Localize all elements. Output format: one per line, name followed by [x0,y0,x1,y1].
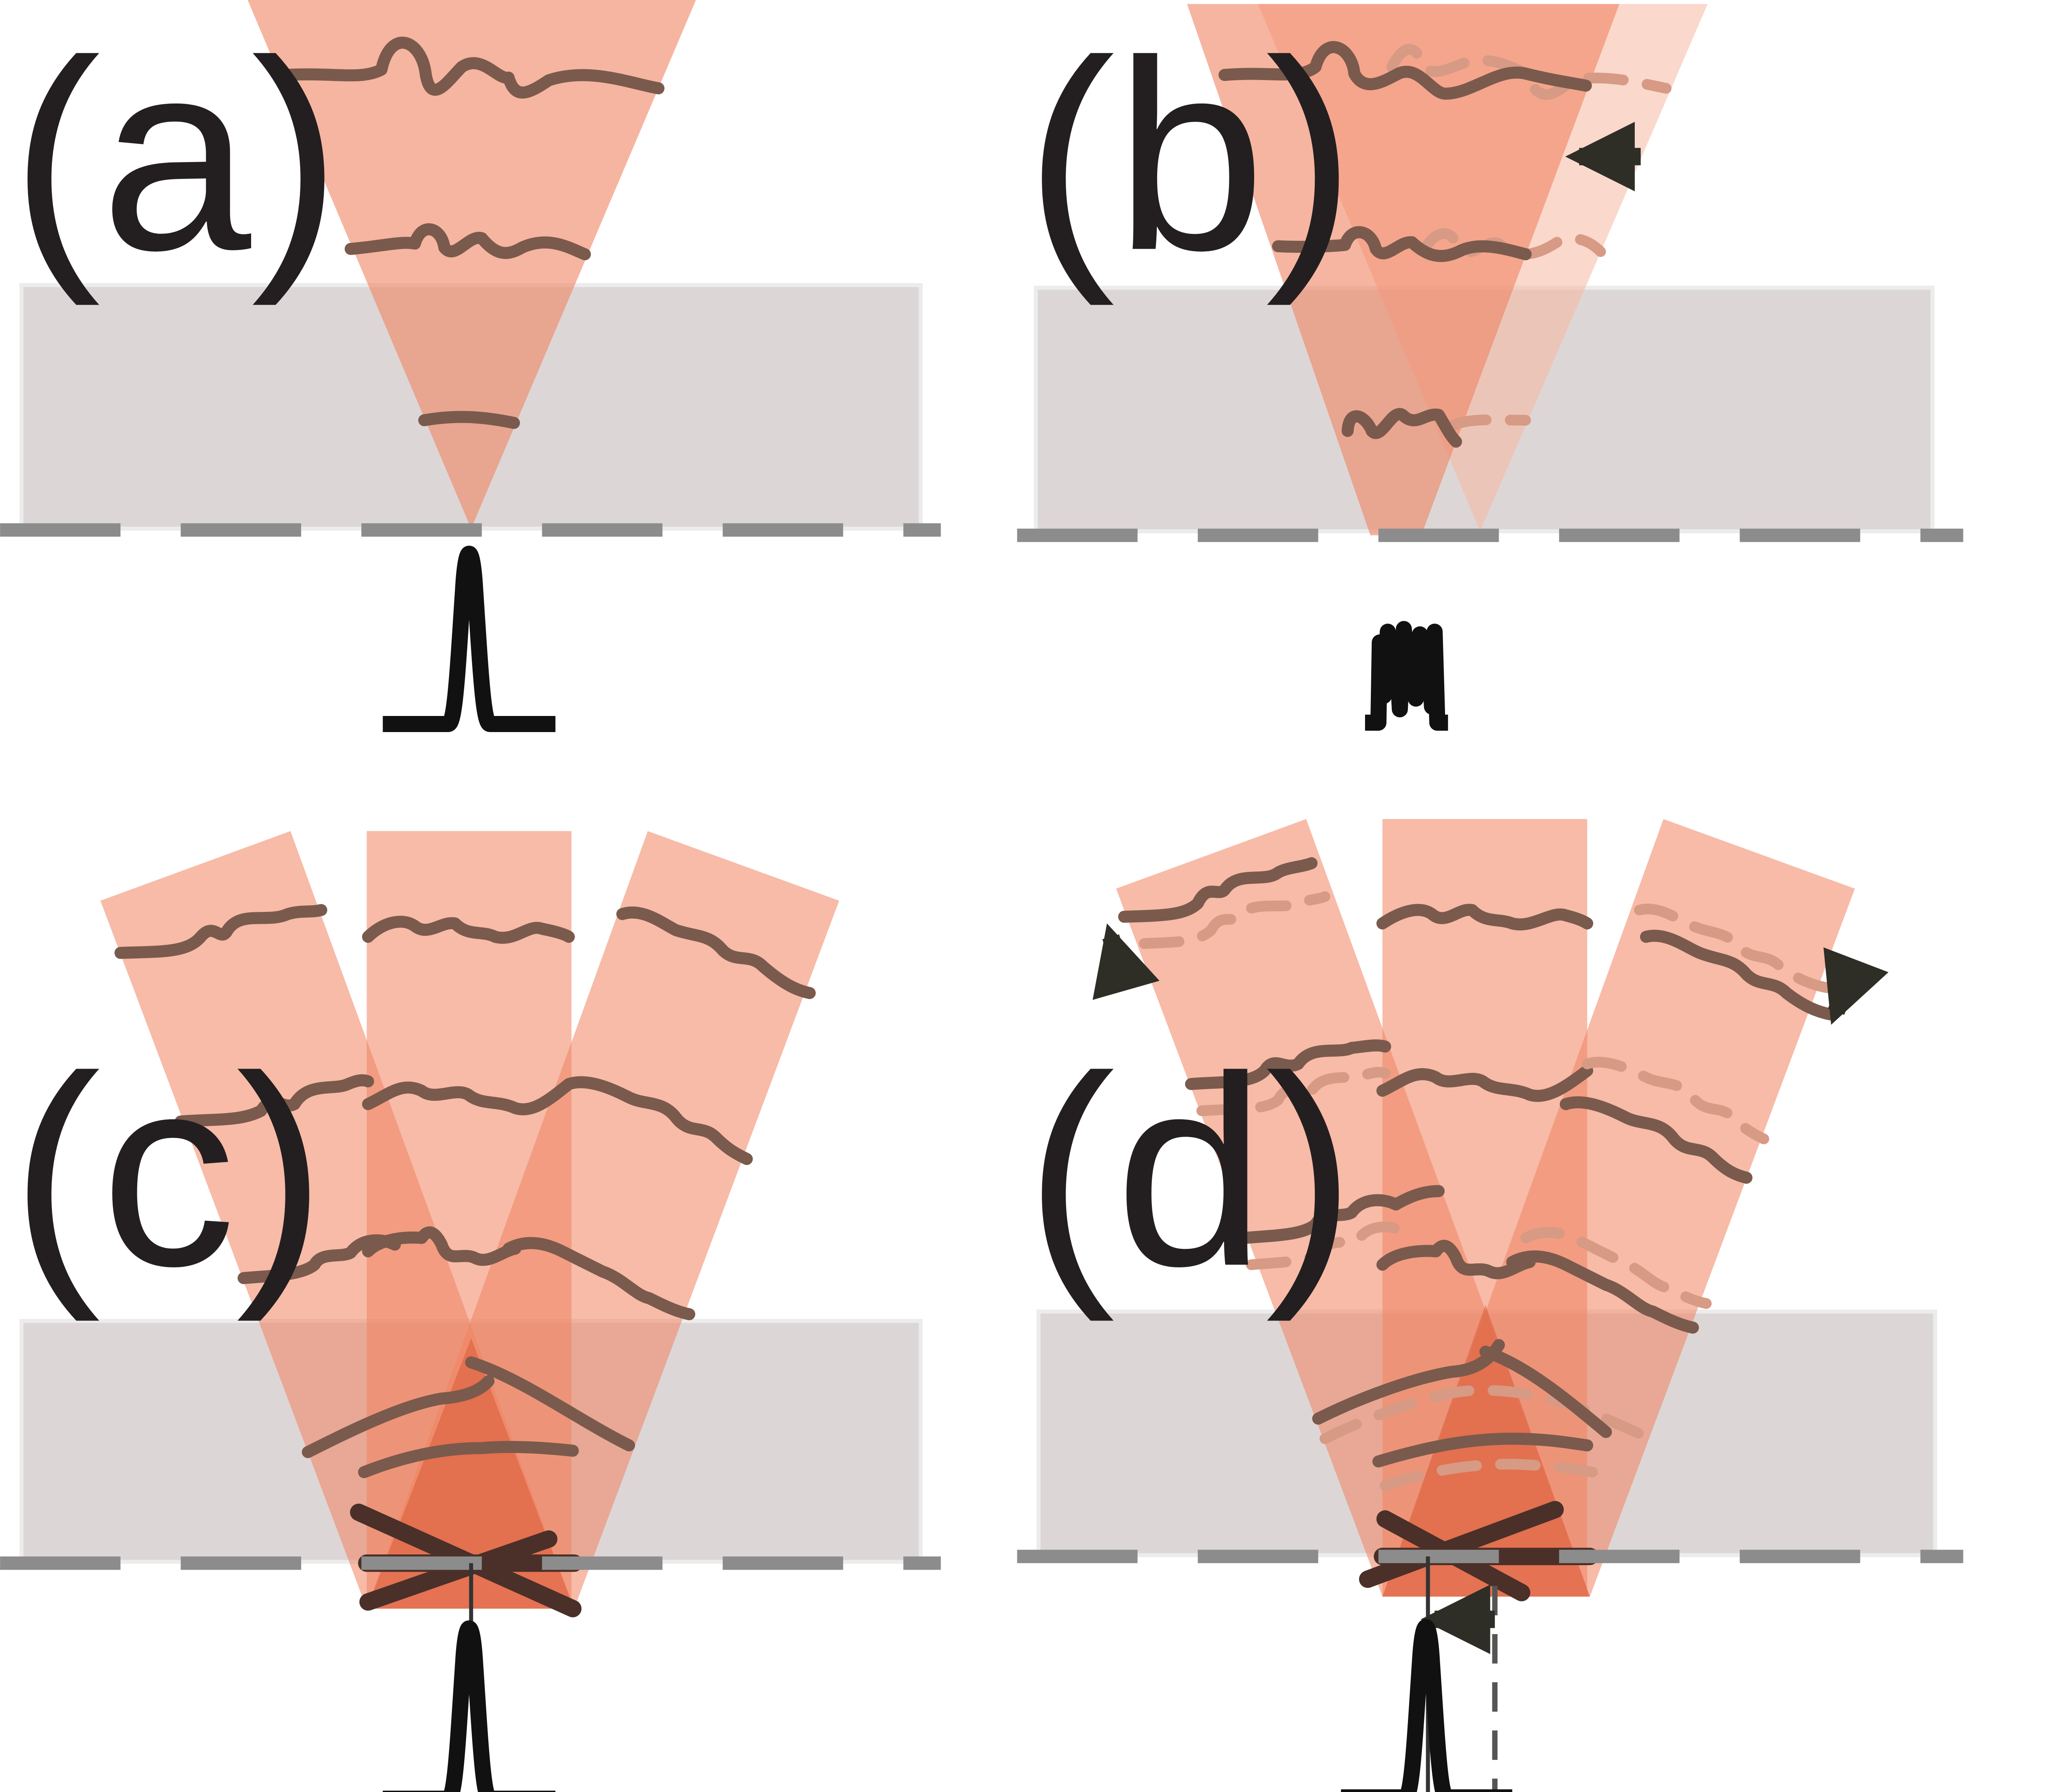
speckle-profile-b [1365,621,1448,731]
wavefront-c-left-2 [174,1074,374,1128]
wavefront-d-center-1 [1376,904,1594,930]
wavefront-c-right-2 [563,1076,753,1165]
shifted-wavefront-d-slab-4 [1379,1459,1598,1491]
focal-spot-profile-c [383,1620,556,1792]
focused-beam-a [247,0,696,529]
wavefront-d-left-1 [1118,857,1318,923]
wavefront-c-left-3 [238,1234,401,1284]
wavefront-c-left-1 [114,904,327,959]
panel-b: (b) [1017,4,1963,731]
panel-label-d: (d) [1025,1020,1356,1323]
panel-c: (c) [0,831,941,1792]
panel-label-a: (a) [11,5,341,308]
wavefront-b-1 [1218,41,1592,100]
right-beam-c [367,831,839,1609]
panel-label-c: (c) [11,1020,326,1323]
tilt-arrow-d-right [1823,947,1889,1025]
wavefront-b-2 [1272,226,1532,262]
shifted-wavefront-d-right-3 [1520,1227,1712,1309]
wavefront-d-slab-3 [1372,1432,1594,1468]
crossing-ray-d-1 [1359,1501,1564,1588]
wavefront-c-slab-1 [301,1375,495,1458]
wavefront-d-left-3 [1238,1185,1445,1244]
shifted-wavefront-d-left-3 [1246,1221,1408,1270]
wavefront-d-right-3 [1506,1250,1699,1334]
wavefront-c-right-3 [502,1237,695,1321]
shifted-wavefront-d-right-1 [1634,904,1832,993]
wavefront-c-slab-3 [358,1441,579,1479]
wavefront-c-right-1 [616,906,816,999]
wavefront-c-slab-2 [465,1356,635,1452]
wavefront-d-center-3 [1376,1240,1536,1279]
shifted-wavefront-d-left-2 [1196,1067,1391,1116]
shifted-wavefront-b-3 [1446,414,1531,431]
wavefront-d-slab-2 [1479,1345,1612,1438]
wavefront-a-2 [344,223,591,261]
panel-a: (a) [0,0,941,732]
panel-label-b: (b) [1025,5,1356,308]
right-beam-d [1382,819,1855,1597]
wavefront-c-center-3 [362,1226,522,1266]
focal-spot-profile-d [1341,1619,1512,1792]
wavefront-d-center-2 [1376,1064,1594,1102]
wavefront-a-1 [279,36,665,99]
wavefront-d-slab-1 [1312,1339,1505,1425]
wavefront-d-right-2 [1560,1096,1753,1184]
tilt-arrow-d-left [1092,923,1160,1000]
panel-d: (d) [1017,819,1963,1792]
wavefront-d-right-1 [1640,930,1837,1021]
wavefront-d-left-2 [1185,1039,1391,1090]
wavefront-b-3 [1342,408,1462,448]
wavefront-c-center-1 [362,916,575,944]
shifted-wavefront-d-slab-1 [1319,1385,1662,1448]
focal-spot-profile-a [383,546,556,732]
wavefront-c-center-2 [362,1078,575,1116]
focused-beam-b [1187,4,1619,535]
wavefront-a-3 [418,411,520,429]
